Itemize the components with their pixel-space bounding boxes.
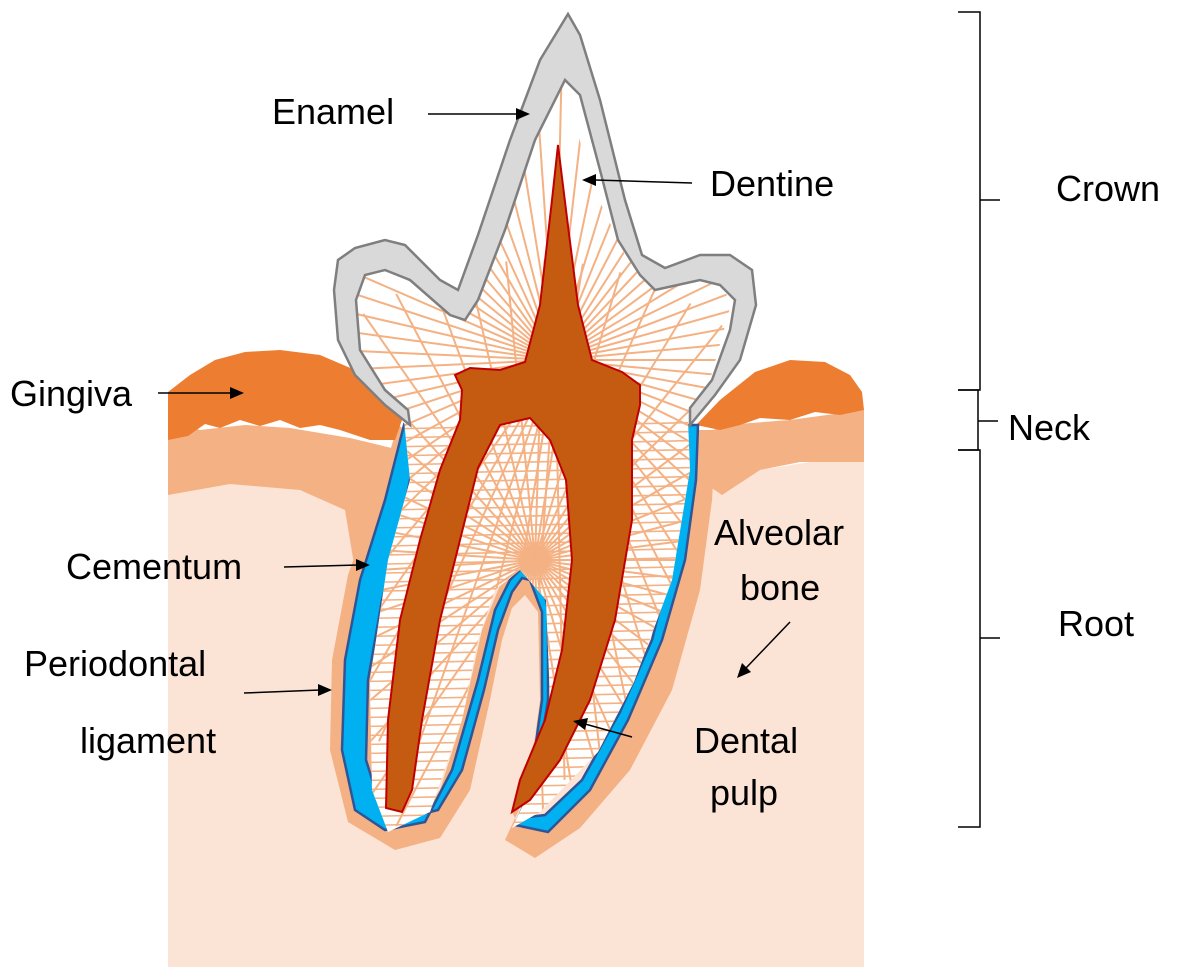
dental-pulp-label-line2: pulp [710, 772, 778, 813]
dentine-label: Dentine [710, 163, 834, 204]
gingiva-label: Gingiva [10, 373, 133, 414]
region-brackets [958, 12, 1000, 827]
neck-label: Neck [1008, 407, 1091, 448]
root-label: Root [1058, 603, 1134, 644]
dental-pulp-label-line1: Dental [694, 720, 798, 761]
cementum-label: Cementum [66, 546, 242, 587]
alveolar-label-line2: bone [740, 567, 820, 608]
periodontal-label-line2: ligament [80, 720, 216, 761]
enamel-label: Enamel [272, 91, 394, 132]
neck-bracket [958, 390, 998, 450]
crown-bracket [958, 12, 1000, 390]
alveolar-label-line1: Alveolar [714, 512, 844, 553]
root-bracket [958, 450, 1000, 827]
periodontal-label-line1: Periodontal [24, 643, 206, 684]
crown-label: Crown [1056, 168, 1160, 209]
